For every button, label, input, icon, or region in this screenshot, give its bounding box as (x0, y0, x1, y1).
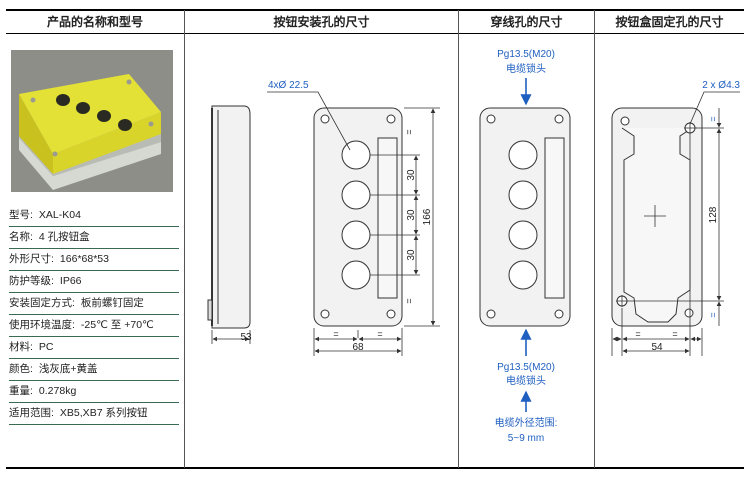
spec-dimensions-label: 外形尺寸: (9, 253, 54, 265)
eq-mark-front-top: = (404, 129, 414, 134)
spec-color: 颜色: 浅灰底+黄盖 (9, 359, 179, 381)
spec-color-label: 颜色: (9, 363, 33, 375)
spec-temperature-label: 使用环境温度: (9, 319, 75, 331)
bottom-gland-desc: 电缆锁头 (506, 374, 546, 387)
fixing-eq-right: = (672, 329, 677, 339)
header-product: 产品的名称和型号 (46, 15, 143, 29)
spec-model-value: XAL-K04 (38, 209, 81, 221)
bottom-rule (6, 467, 744, 469)
eq-mark-front-right: = (377, 329, 382, 339)
fixing-hole-callout: 2 x Ø4.3 (702, 80, 740, 91)
spec-mounting-label: 安装固定方式: (9, 297, 75, 309)
header-rule (6, 33, 744, 34)
fixing-eq-left: = (635, 329, 640, 339)
eq-mark-front-left: = (333, 329, 338, 339)
header-cable-holes: 穿线孔的尺寸 (490, 15, 563, 29)
cable-range-value: 5~9 mm (508, 433, 544, 444)
header-box-holes: 按钮盒固定孔的尺寸 (615, 15, 724, 29)
spec-name: 名称: 4 孔按钮盒 (9, 227, 179, 249)
spec-material-label: 材料: (9, 341, 33, 353)
spec-temperature-value: -25℃ 至 +70℃ (80, 319, 154, 331)
fixing-eq-bottom: = (708, 312, 718, 317)
top-gland-size: Pg13.5(M20) (497, 49, 555, 60)
spec-temperature: 使用环境温度: -25℃ 至 +70℃ (9, 315, 179, 337)
spec-dimensions: 外形尺寸: 166*68*53 (9, 249, 179, 271)
depth-dimension: 53 (240, 332, 252, 343)
spec-protection-label: 防护等级: (9, 275, 54, 287)
spec-mounting-value: 板前螺钉固定 (80, 297, 144, 309)
fixing-eq-top: = (708, 116, 718, 121)
button-hole-1 (341, 140, 371, 170)
eq-mark-front-bottom: = (404, 298, 414, 303)
fixing-view-box (611, 107, 703, 327)
spec-applicable: 适用范围: XB5,XB7 系列按钮 (9, 403, 179, 425)
hole-callout-1: 4xØ 22.5 (268, 80, 309, 91)
fixing-width-dimension: 54 (651, 342, 663, 353)
spec-protection: 防护等级: IP66 (9, 271, 179, 293)
spec-weight: 重量: 0.278kg (9, 381, 179, 403)
pitch-dimension-3: 30 (406, 249, 417, 261)
spec-color-value: 浅灰底+黄盖 (38, 363, 98, 375)
spec-applicable-value: XB5,XB7 系列按钮 (59, 407, 148, 419)
spec-dimensions-value: 166*68*53 (59, 253, 109, 265)
spec-material: 材料: PC (9, 337, 179, 359)
fixing-height-dimension: 128 (708, 206, 719, 223)
side-view (207, 105, 251, 329)
column-divider-2 (458, 10, 459, 468)
cable-view-box (479, 107, 571, 327)
spec-applicable-label: 适用范围: (9, 407, 54, 419)
button-hole-4 (341, 260, 371, 290)
front-view-box (313, 107, 403, 327)
cable-range-label: 电缆外径范围: (495, 416, 558, 429)
top-gland-desc: 电缆锁头 (506, 62, 546, 75)
bottom-gland-size: Pg13.5(M20) (497, 362, 555, 373)
pitch-dimension-2: 30 (406, 209, 417, 221)
column-divider-1 (184, 10, 185, 468)
button-hole-3 (341, 220, 371, 250)
spec-name-value: 4 孔按钮盒 (38, 231, 90, 243)
button-hole-2 (341, 180, 371, 210)
spec-protection-value: IP66 (59, 275, 82, 287)
product-photo (11, 50, 173, 192)
column-divider-3 (594, 10, 595, 468)
top-rule (6, 9, 744, 11)
spec-model-label: 型号: (9, 209, 33, 221)
spec-weight-value: 0.278kg (38, 385, 77, 397)
width-dimension: 68 (352, 342, 364, 353)
pitch-dimension-1: 30 (406, 169, 417, 181)
header-button-holes: 按钮安装孔的尺寸 (273, 15, 370, 29)
spec-weight-label: 重量: (9, 385, 33, 397)
spec-model: 型号: XAL-K04 (9, 205, 179, 227)
spec-material-value: PC (38, 341, 54, 353)
length-dimension: 166 (422, 208, 433, 225)
spec-mounting: 安装固定方式: 板前螺钉固定 (9, 293, 179, 315)
spec-name-label: 名称: (9, 231, 33, 243)
